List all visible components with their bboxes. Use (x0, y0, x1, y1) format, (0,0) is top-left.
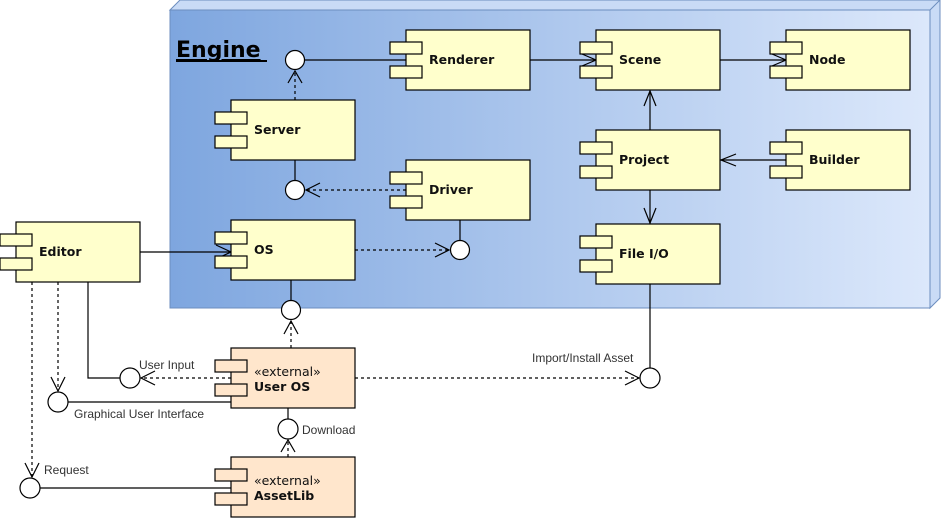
component-icon-tab (579, 259, 613, 273)
component-label: Driver (429, 182, 473, 197)
component-icon-tab (389, 171, 423, 185)
component-icon-tab (214, 231, 248, 245)
gui-label: Graphical User Interface (74, 407, 204, 421)
component-icon-tab (579, 41, 613, 55)
component-label: Project (619, 152, 669, 167)
component-label: OS (254, 242, 274, 257)
component-icon-tab (579, 65, 613, 79)
user-input-interface[interactable] (119, 367, 141, 389)
component-icon-tab (214, 359, 248, 373)
component-icon-tab (579, 165, 613, 179)
component-label: Renderer (429, 52, 495, 67)
component-icon-tab (0, 233, 33, 247)
gui-interface[interactable] (47, 391, 69, 413)
component-body (785, 129, 911, 191)
component-renderer[interactable]: Renderer (389, 29, 531, 91)
arrowhead (643, 207, 657, 225)
component-body (230, 456, 356, 518)
download-label: Download (302, 423, 355, 437)
component-server[interactable]: Server (214, 99, 356, 161)
component-icon-tab (769, 65, 803, 79)
component-label: Server (254, 122, 301, 137)
os-interface[interactable] (280, 299, 302, 321)
arrowhead (643, 89, 657, 107)
arrowhead (24, 462, 40, 479)
arrowhead (283, 319, 299, 335)
component-stereotype: «external» (254, 473, 321, 488)
renderer-interface[interactable] (284, 49, 306, 71)
arrowhead (304, 182, 321, 198)
component-icon-tab (389, 41, 423, 55)
component-label: File I/O (619, 246, 669, 261)
component-project[interactable]: Project (579, 129, 721, 191)
arrowhead (624, 370, 641, 386)
arrowhead (280, 438, 296, 453)
component-icon-tab (0, 257, 33, 271)
import-install-label: Import/Install Asset (532, 351, 634, 365)
component-body (230, 219, 356, 281)
component-body (405, 159, 531, 221)
component-node[interactable]: Node (769, 29, 911, 91)
component-icon-tab (214, 468, 248, 482)
arrowhead (50, 376, 66, 393)
component-body (230, 99, 356, 161)
component-body (595, 129, 721, 191)
component-icon-tab (579, 141, 613, 155)
component-icon-tab (214, 383, 248, 397)
component-builder[interactable]: Builder (769, 129, 911, 191)
component-icon-tab (769, 41, 803, 55)
component-file-io[interactable]: File I/O (579, 223, 721, 285)
arrowhead (434, 242, 451, 258)
component-assetlib[interactable]: «external»AssetLib (214, 456, 356, 518)
component-icon-tab (214, 492, 248, 506)
import-install-interface[interactable] (639, 367, 661, 389)
component-body (595, 29, 721, 91)
component-icon-tab (389, 65, 423, 79)
component-os[interactable]: OS (214, 219, 356, 281)
component-driver[interactable]: Driver (389, 159, 531, 221)
component-body (595, 223, 721, 285)
component-label: AssetLib (254, 488, 314, 503)
request-label: Request (44, 463, 89, 477)
component-icon-tab (769, 141, 803, 155)
component-icon-tab (214, 255, 248, 269)
component-body (230, 347, 356, 409)
connectors (24, 53, 788, 489)
component-icon-tab (389, 195, 423, 209)
component-label: Node (809, 52, 845, 67)
driver-interface[interactable] (449, 239, 471, 261)
interfaces: User Input Graphical User Interface Impo… (19, 49, 661, 499)
component-editor[interactable]: Editor (0, 221, 141, 283)
component-scene[interactable]: Scene (579, 29, 721, 91)
component-icon-tab (579, 235, 613, 249)
component-icon-tab (769, 165, 803, 179)
component-label: Editor (39, 244, 82, 259)
component-body (405, 29, 531, 91)
download-interface[interactable] (277, 418, 299, 440)
arrowhead (287, 69, 303, 84)
component-stereotype: «external» (254, 364, 321, 379)
server-interface[interactable] (284, 179, 306, 201)
component-user-os[interactable]: «external»User OS (214, 347, 356, 409)
package-title: Engine (176, 38, 261, 63)
arrowhead (719, 153, 737, 167)
component-label: Scene (619, 52, 661, 67)
request-interface[interactable] (19, 477, 41, 499)
component-icon-tab (214, 135, 248, 149)
user-input-label: User Input (139, 358, 195, 372)
component-icon-tab (214, 111, 248, 125)
component-body (785, 29, 911, 91)
component-label: User OS (254, 379, 310, 394)
arrowhead (139, 370, 156, 386)
component-body (15, 221, 141, 283)
component-label: Builder (809, 152, 860, 167)
editor-userinput-line (87, 282, 120, 379)
